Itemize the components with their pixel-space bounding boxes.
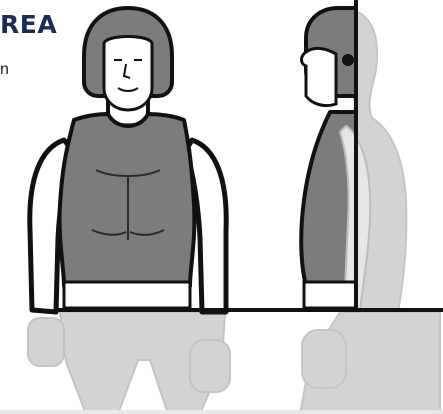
side-headgear (302, 8, 357, 106)
bottom-strip (0, 410, 443, 414)
front-headgear (84, 8, 172, 110)
front-belt-band (64, 282, 190, 308)
side-belt-band (304, 282, 356, 308)
side-view-figure (300, 8, 440, 414)
front-faded-lower-body (28, 312, 230, 414)
front-view-figure (28, 8, 230, 414)
